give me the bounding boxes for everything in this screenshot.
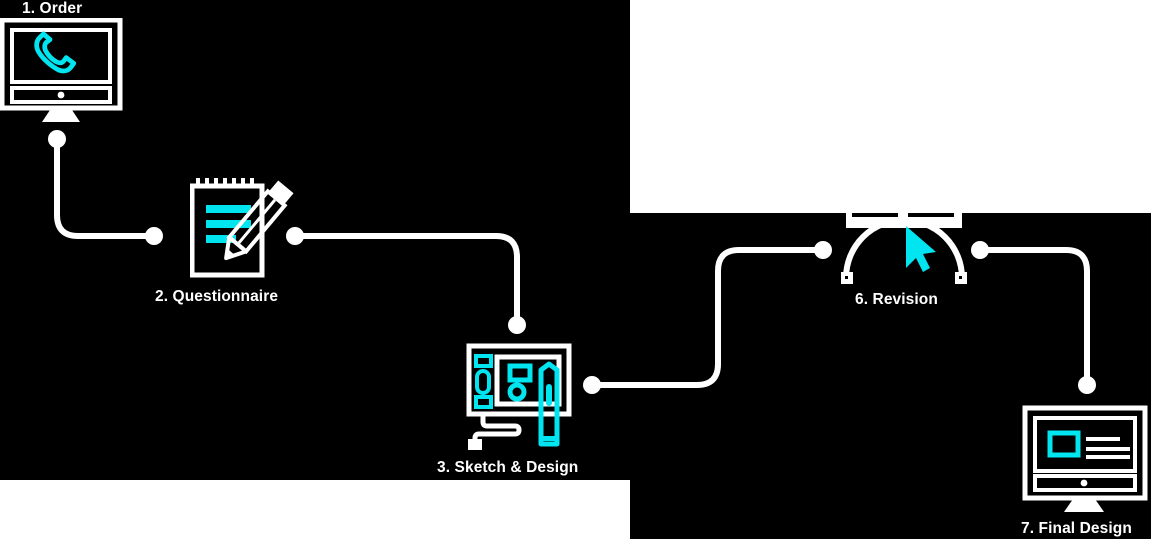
step-label-revision: 6. Revision bbox=[855, 291, 938, 308]
notepad-pencil-icon[interactable] bbox=[190, 175, 300, 283]
step-label-questionnaire: 2. Questionnaire bbox=[155, 288, 279, 305]
revision-arc-cursor-icon[interactable] bbox=[838, 206, 970, 286]
desktop-monitor-layout-icon[interactable] bbox=[1022, 405, 1150, 515]
step-label-sketch-design: 3. Sketch & Design bbox=[437, 459, 579, 476]
graphics-tablet-stylus-icon[interactable] bbox=[465, 340, 580, 452]
step-label-final-design: 7. Final Design bbox=[1021, 520, 1132, 537]
desktop-monitor-phone-icon[interactable] bbox=[0, 18, 126, 126]
step-label-order: 1. Order bbox=[22, 0, 83, 17]
